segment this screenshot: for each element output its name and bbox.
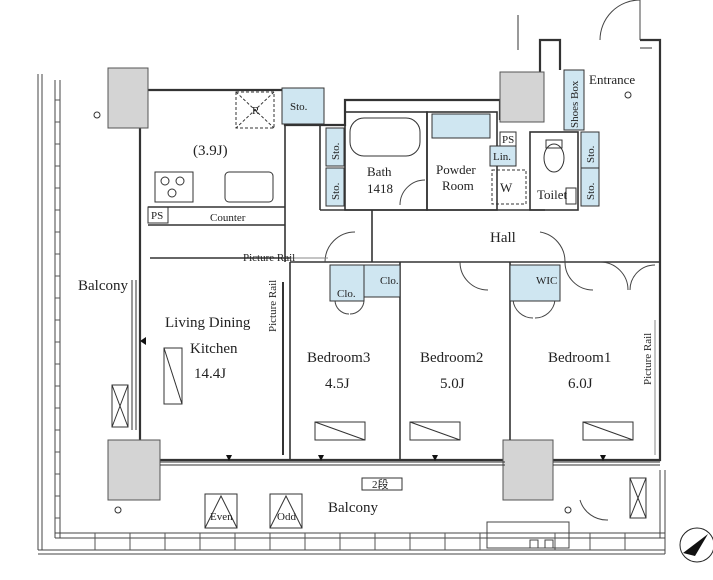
column-top-left	[107, 67, 149, 129]
closet-2	[363, 264, 401, 298]
living-label: Living Dining	[165, 315, 251, 331]
balcony-railing	[37, 74, 666, 555]
bedroom3-label: Bedroom3	[307, 350, 370, 366]
drain-icon	[624, 91, 632, 99]
kitchen-size-label: (3.9J)	[193, 143, 228, 159]
windows-bottom	[131, 280, 660, 466]
drain-icon	[114, 506, 122, 514]
hatch-label: 2段	[372, 477, 389, 491]
storage-bath-1-label: Sto.	[330, 142, 342, 160]
ps-hall-label: PS	[502, 134, 514, 146]
storage-top	[281, 87, 325, 125]
storage-toilet-2-label: Sto.	[585, 182, 597, 200]
fixtures	[111, 91, 656, 529]
bedroom2-size-label: 5.0J	[440, 376, 465, 392]
wic-closet	[509, 264, 561, 302]
ps-kitchen-label: PS	[151, 210, 163, 222]
closet-2-label: Clo.	[380, 275, 399, 287]
entrance-label: Entrance	[589, 72, 635, 87]
odd-label: Odd	[277, 511, 296, 523]
wic-label: WIC	[536, 275, 557, 287]
compass-icon	[679, 527, 713, 563]
picture-rail-top-label: Picture Rail	[243, 252, 295, 264]
doors	[324, 0, 656, 521]
balcony-balusters-bottom	[94, 533, 626, 550]
linen-label: Lin.	[493, 151, 511, 163]
storage-bath-2-label: Sto.	[330, 182, 342, 200]
balcony-balusters-left	[55, 99, 60, 519]
toilet-label: Toilet	[537, 187, 568, 202]
even-label: Even	[210, 511, 233, 523]
bedroom1-size-label: 6.0J	[568, 376, 593, 392]
picture-rail-right-label: Picture Rail	[642, 333, 654, 385]
window-arrows	[140, 337, 606, 461]
bedroom3-size-label: 4.5J	[325, 376, 350, 392]
powder-room-label: Powder	[436, 162, 476, 177]
bath-label: Bath	[367, 164, 392, 179]
interior-walls	[148, 111, 660, 460]
closet-1	[329, 264, 365, 302]
bedroom1-label: Bedroom1	[548, 350, 611, 366]
washer-label: W	[500, 180, 513, 195]
outdoor-unit	[486, 521, 570, 549]
storage-toilet-1-label: Sto.	[585, 145, 597, 163]
storage-bath-1	[325, 127, 345, 167]
column-top-mid	[499, 71, 545, 123]
bedroom2-label: Bedroom2	[420, 350, 483, 366]
storage-bath-2	[325, 167, 345, 207]
drain-icon	[93, 111, 101, 119]
powder-room-label-2: Room	[442, 178, 474, 193]
refrigerator-label: R	[252, 105, 260, 117]
counter-label: Counter	[210, 212, 246, 224]
balcony-bottom-label: Balcony	[328, 500, 378, 516]
column-bottom-left	[107, 439, 161, 501]
column-bottom-right	[502, 439, 554, 501]
storage-toilet-2	[580, 167, 600, 207]
shoes-box-label: Shoes Box	[569, 80, 581, 128]
storage-top-label: Sto.	[290, 101, 308, 113]
living-label-2: Kitchen	[190, 341, 238, 357]
balcony-left-label: Balcony	[78, 278, 128, 294]
drain-icon	[564, 506, 572, 514]
bath-size-label: 1418	[367, 181, 393, 196]
hall-label: Hall	[490, 230, 516, 246]
powder-counter	[431, 113, 491, 139]
picture-rail-left-label: Picture Rail	[267, 280, 279, 332]
shoes-box	[563, 69, 585, 131]
closet-1-label: Clo.	[337, 288, 356, 300]
living-size-label: 14.4J	[194, 366, 226, 382]
